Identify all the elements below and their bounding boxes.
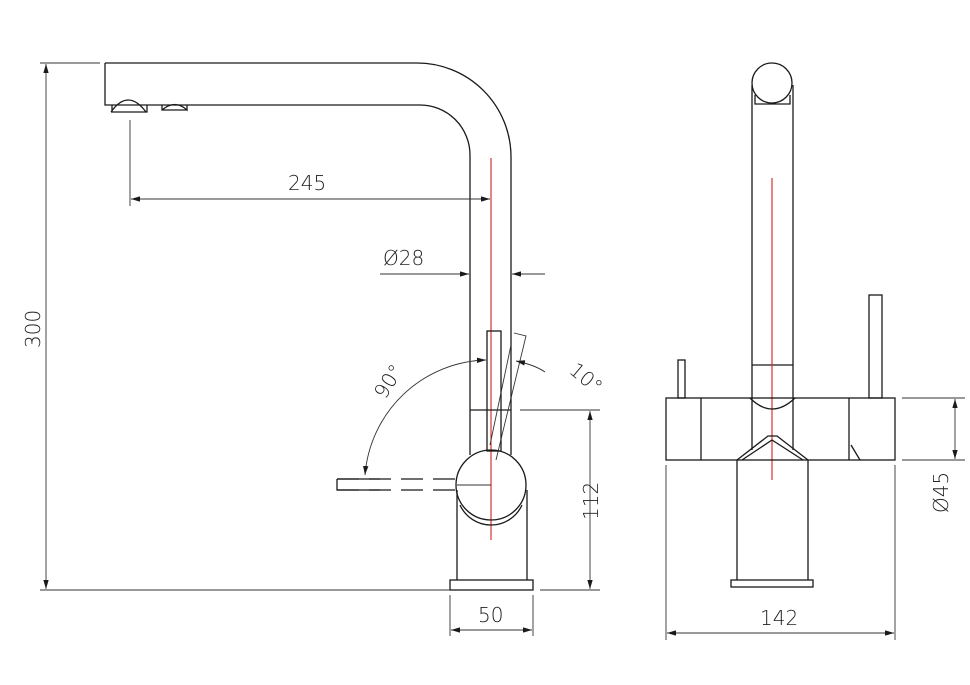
tilt-arc [515, 360, 546, 373]
spout-outline [104, 62, 512, 455]
mixer-base-body [456, 490, 528, 580]
dim-reach-label: 245 [288, 171, 326, 195]
aerator-small-icon [161, 103, 188, 112]
dim-base-width-label: 50 [478, 603, 503, 627]
front-view: Ø45 142 [665, 62, 965, 640]
lever-horizontal-end [336, 478, 380, 491]
base-plate [449, 579, 534, 591]
dim-total-width-label: 142 [760, 606, 798, 630]
lever-tilted [489, 332, 527, 461]
angle-tilt-label: 10° [565, 357, 608, 398]
tube-body-saddle [749, 397, 796, 410]
lever-right-tall [868, 294, 883, 399]
valve-detail [850, 444, 861, 461]
spout-end-circle [751, 62, 793, 104]
dim-lever-height-label: 112 [579, 482, 603, 520]
dim-height-label: 300 [21, 310, 45, 348]
stem-saddle [736, 435, 809, 461]
spout-tube [751, 85, 794, 450]
lower-stem [736, 460, 809, 580]
lever-upright [486, 330, 502, 452]
front-base-plate [730, 579, 814, 588]
lever-horizontal-dashed [337, 478, 457, 491]
side-view: 300 245 Ø28 112 50 90° 10° [21, 62, 608, 636]
swing-arc [363, 357, 487, 476]
lever-left-small [677, 359, 686, 399]
dim-body-diameter-label: Ø45 [929, 472, 953, 513]
dim-tube-diameter-label: Ø28 [383, 246, 424, 270]
aerator-icon [110, 99, 148, 113]
body-cylinder [665, 397, 896, 461]
mixer-body-circle [455, 449, 527, 521]
